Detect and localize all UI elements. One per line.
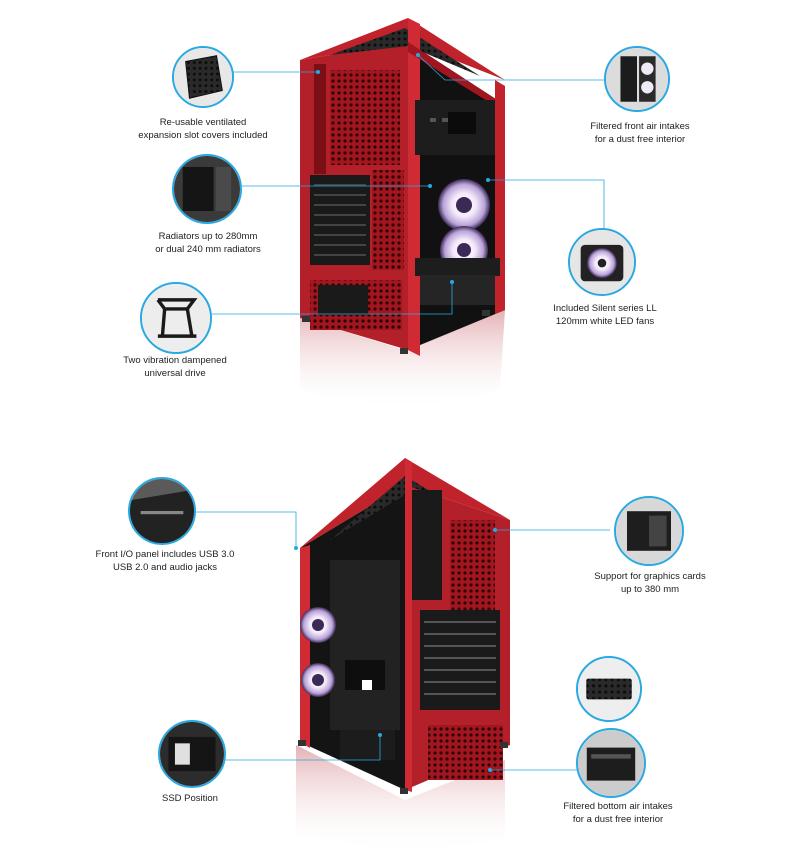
callout-led-fans — [568, 228, 636, 296]
callout-gpu-support — [614, 496, 684, 566]
callout-slot-covers — [172, 46, 234, 108]
callout-ssd-position — [158, 720, 226, 788]
bottom-leader-lines — [196, 511, 610, 771]
callout-bottom-intakes — [576, 728, 646, 798]
case-reflection — [300, 310, 505, 410]
top-leader-lines — [212, 54, 606, 315]
callout-radiators — [172, 154, 242, 224]
caption-ssd-position: SSD Position — [162, 793, 218, 804]
case-interior-bottom — [300, 485, 405, 790]
callout-front-intakes — [604, 46, 670, 112]
top-case-illustration — [212, 18, 606, 410]
callout-drive-trays — [140, 282, 212, 354]
callout-front-io — [128, 477, 196, 545]
callout-mesh-filter — [576, 656, 642, 722]
